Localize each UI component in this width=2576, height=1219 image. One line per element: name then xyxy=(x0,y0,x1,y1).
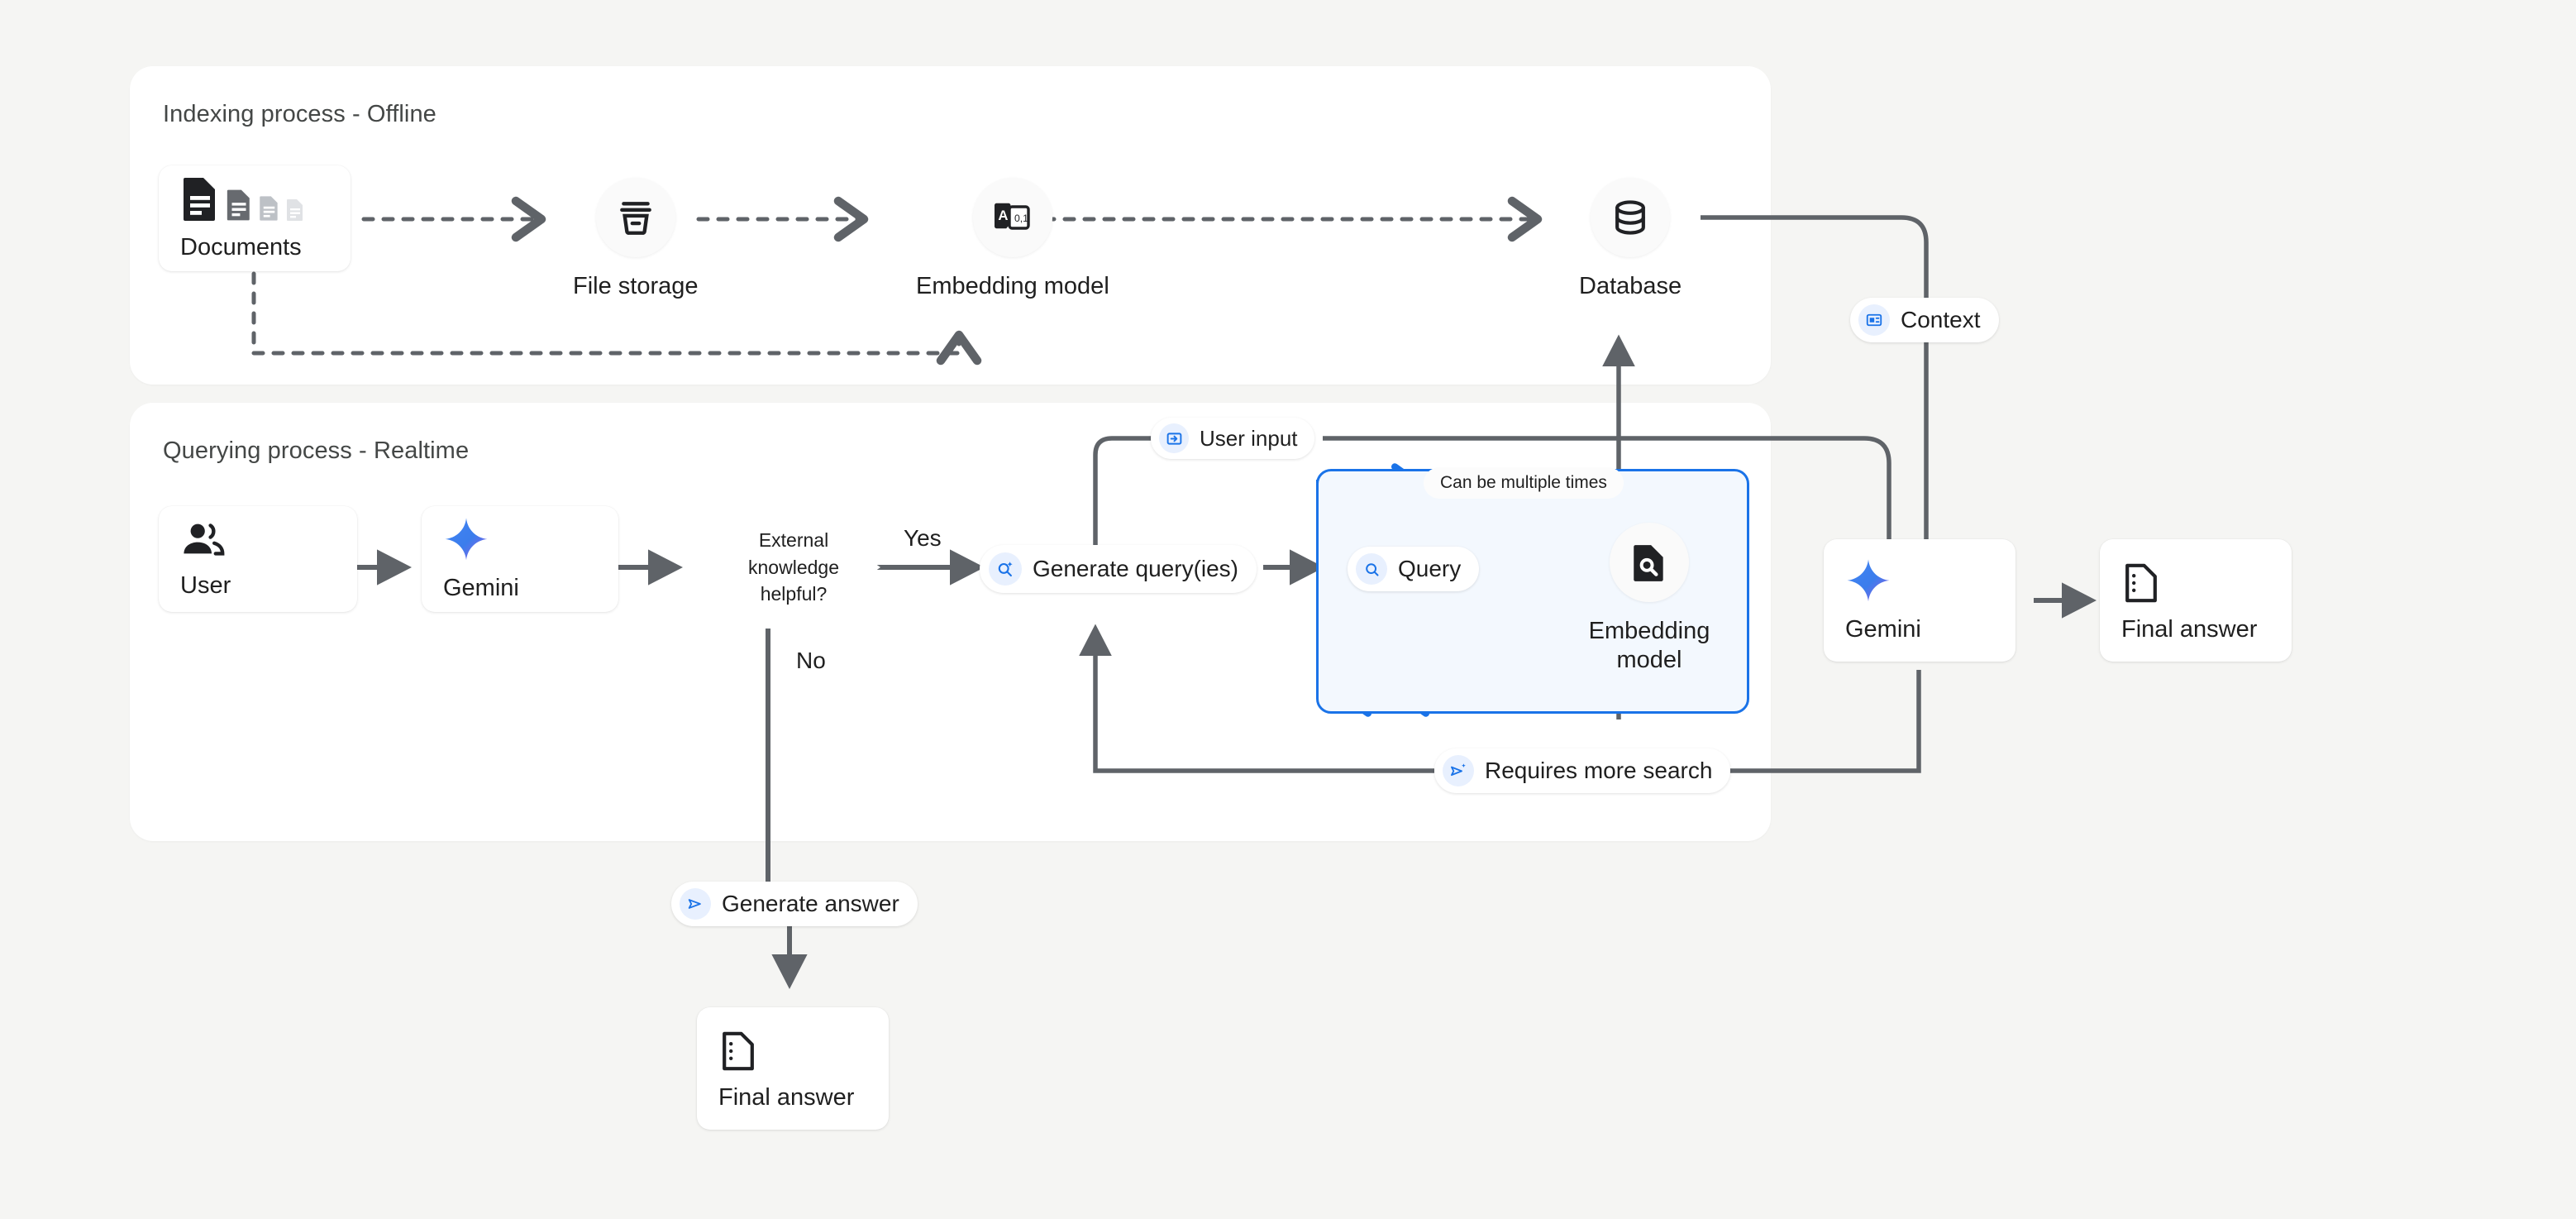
document-search-icon xyxy=(1610,523,1689,602)
context-pill[interactable]: Context xyxy=(1850,298,1999,342)
input-arrow-icon xyxy=(1159,423,1189,453)
context-pill-label: Context xyxy=(1901,307,1981,332)
documents-card[interactable]: Documents xyxy=(159,165,351,271)
gemini-card[interactable]: Gemini xyxy=(422,506,618,612)
query-pill[interactable]: Query xyxy=(1348,547,1480,591)
branch-label-no: No xyxy=(796,648,826,673)
wire-documents-to-embedding-feedback xyxy=(251,232,982,366)
embedding-model-node-query[interactable]: Embedding model xyxy=(1579,523,1720,676)
final-answer-card-bottom[interactable]: Final answer xyxy=(697,1007,889,1130)
database-icon xyxy=(1591,178,1671,257)
answer-doc-icon xyxy=(718,1025,867,1073)
generate-queries-label: Generate query(ies) xyxy=(1033,556,1239,581)
users-icon xyxy=(180,519,336,561)
search-icon xyxy=(1356,553,1387,585)
user-input-pill[interactable]: User input xyxy=(1151,418,1314,459)
wire-database-to-gemini-context xyxy=(1701,215,1943,584)
retrieval-loop-box xyxy=(1316,469,1749,714)
embedding-model-label-query: Embedding model xyxy=(1588,618,1710,674)
decision-line-2: knowledge xyxy=(748,556,839,578)
generate-answer-label: Generate answer xyxy=(722,891,899,916)
wire-user-input-left xyxy=(1093,436,1153,546)
text-to-embedding-icon: 0,1 A xyxy=(972,178,1052,257)
wire-requires-more-search-to-generate-queries xyxy=(1079,624,1434,773)
loop-caption: Can be multiple times xyxy=(1424,467,1624,499)
answer-doc-icon xyxy=(2121,557,2270,605)
database-node[interactable]: Database xyxy=(1579,178,1682,301)
gemini-final-card[interactable]: Gemini xyxy=(1824,539,2015,662)
requires-more-search-label: Requires more search xyxy=(1485,758,1713,783)
svg-text:0,1: 0,1 xyxy=(1014,213,1028,224)
send-icon xyxy=(680,888,711,920)
file-storage-label: File storage xyxy=(573,273,699,299)
documents-icon xyxy=(180,176,329,222)
requires-more-search-pill[interactable]: Requires more search xyxy=(1434,748,1731,793)
user-card[interactable]: User xyxy=(159,506,357,612)
decision-label: External knowledge helpful? xyxy=(707,506,880,629)
gemini-final-label: Gemini xyxy=(1845,616,1921,643)
decision-line-1: External xyxy=(758,529,829,552)
wire-gemini-to-requires-more-search-right xyxy=(1715,670,1921,773)
gemini-card-label: Gemini xyxy=(443,574,519,601)
generate-queries-pill[interactable]: Generate query(ies) xyxy=(980,545,1257,593)
generate-answer-pill[interactable]: Generate answer xyxy=(671,882,918,926)
database-label: Database xyxy=(1579,273,1682,299)
svg-text:A: A xyxy=(998,208,1008,223)
send-sparkle-icon xyxy=(1443,755,1474,786)
gemini-sparkle-icon xyxy=(443,517,597,563)
querying-panel-title: Querying process - Realtime xyxy=(163,437,470,464)
gemini-sparkle-icon xyxy=(1845,557,1994,605)
file-storage-node[interactable]: File storage xyxy=(573,178,699,301)
final-answer-right-label: Final answer xyxy=(2121,616,2258,643)
query-pill-label: Query xyxy=(1398,556,1462,581)
embedding-model-label-indexing: Embedding model xyxy=(916,273,1109,299)
search-sparkle-icon xyxy=(989,552,1022,586)
documents-card-label: Documents xyxy=(180,233,302,261)
indexing-panel-title: Indexing process - Offline xyxy=(163,101,436,127)
branch-label-yes: Yes xyxy=(904,525,942,551)
decision-external-knowledge[interactable]: External knowledge helpful? xyxy=(707,506,880,629)
embedding-model-node-indexing[interactable]: 0,1 A Embedding model xyxy=(916,178,1109,301)
final-answer-card-right[interactable]: Final answer xyxy=(2100,539,2292,662)
decision-line-3: helpful? xyxy=(760,583,828,605)
wire-user-input-to-gemini xyxy=(1323,436,1906,584)
user-card-label: User xyxy=(180,571,231,599)
final-answer-bottom-label: Final answer xyxy=(718,1084,855,1111)
file-storage-icon xyxy=(595,178,675,257)
user-input-label: User input xyxy=(1200,425,1298,451)
context-card-icon xyxy=(1858,304,1890,336)
